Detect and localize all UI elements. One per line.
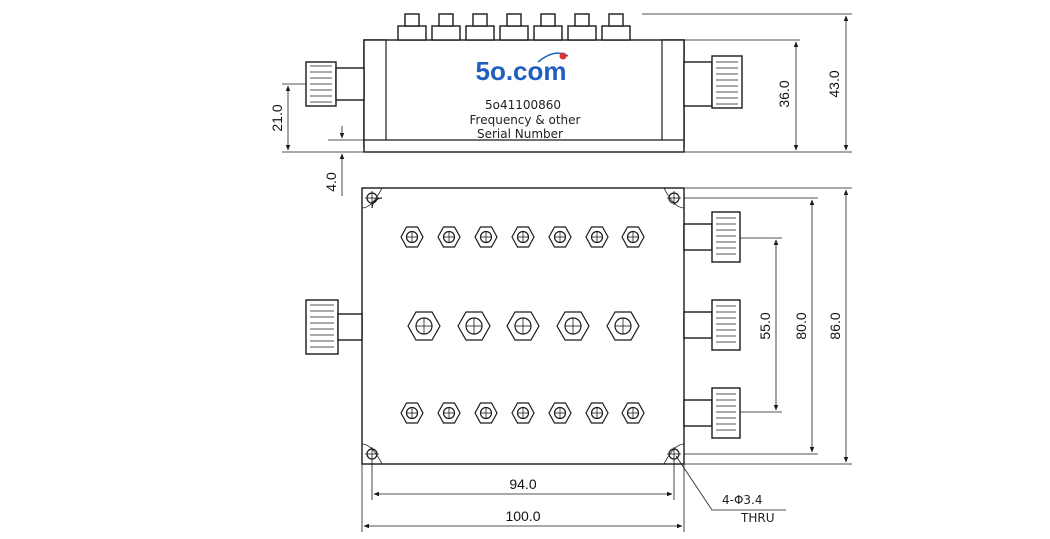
top-dimensions: 86.0 80.0 55.0 94.0 100.0 4-Φ3.4 THRU [361, 187, 852, 532]
dim-width-holes: 94.0 [509, 476, 536, 492]
label-serial: Serial Number [477, 127, 563, 141]
brand-logo: 5o.com [475, 56, 566, 86]
side-connector-left [305, 61, 365, 107]
tuning-screws-top [397, 13, 631, 41]
tuning-nuts-row-2 [407, 311, 640, 341]
input-connector [305, 299, 363, 355]
output-connector-2 [683, 299, 741, 351]
side-dimensions: 43.0 36.0 21.0 4.0 [269, 13, 852, 196]
side-body [363, 39, 685, 153]
side-view: 5o.com 5o41100860 Frequency & other Seri… [305, 13, 743, 153]
model-number: 5o41100860 [485, 98, 561, 112]
logo-dot [559, 52, 567, 60]
output-connector-3 [683, 387, 741, 439]
output-connector-1 [683, 211, 741, 263]
label-frequency: Frequency & other [470, 113, 581, 127]
dim-height-body: 36.0 [776, 80, 792, 107]
dim-width-total: 100.0 [505, 508, 540, 524]
tuning-nuts-row-3 [400, 402, 645, 424]
dim-connector-height: 21.0 [269, 104, 285, 131]
hole-leader-line [675, 455, 786, 511]
dim-port-pitch: 55.0 [757, 312, 773, 339]
dim-height-total: 43.0 [826, 70, 842, 97]
dim-depth-holes: 80.0 [793, 312, 809, 339]
side-connector-right [683, 55, 743, 109]
hole-note-spec: 4-Φ3.4 [722, 493, 763, 507]
dim-flange: 4.0 [323, 172, 339, 192]
hole-note-thru: THRU [740, 511, 774, 525]
mounting-holes [361, 187, 685, 465]
dim-depth-total: 86.0 [827, 312, 843, 339]
top-view [305, 187, 741, 465]
tuning-nuts-row-1 [400, 226, 645, 248]
